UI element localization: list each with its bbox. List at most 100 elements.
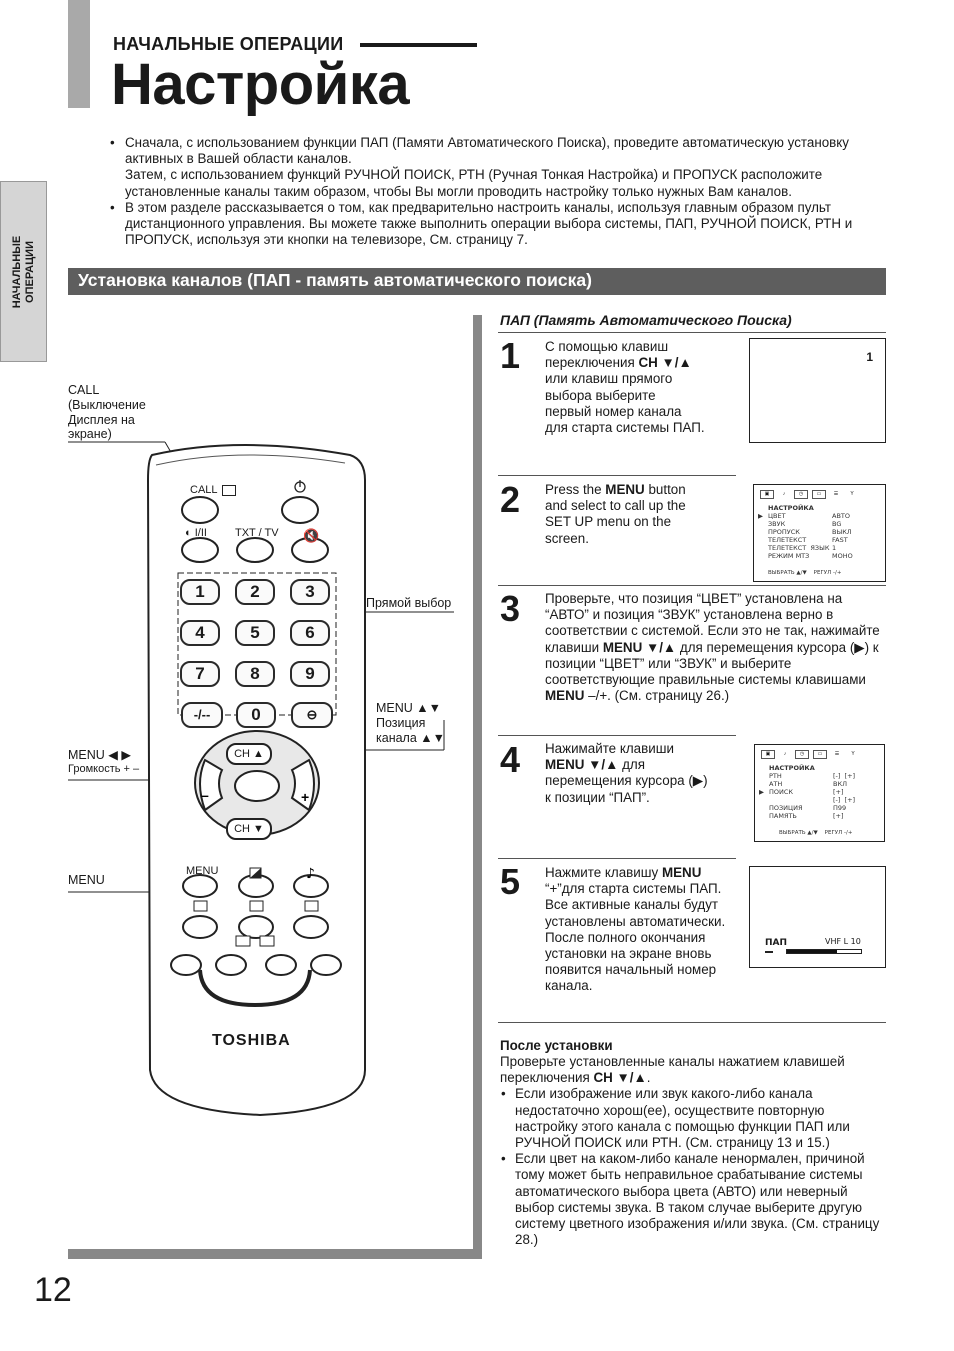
center-button[interactable]: [234, 770, 280, 802]
fastext-green-button[interactable]: [215, 954, 247, 976]
digit-0-button[interactable]: 0: [236, 702, 276, 728]
callout-direct-select: Прямой выбор: [366, 596, 452, 610]
osd-title: НАСТРОЙКА: [769, 764, 815, 772]
cancel-icon: [259, 935, 275, 947]
osd-icon-row: ▣ ♪ ◷ ▭ ☰ Y: [761, 749, 878, 759]
mute-button[interactable]: [291, 537, 329, 563]
setup-icon: ▭: [813, 749, 827, 759]
digit-6-button[interactable]: 6: [290, 620, 330, 646]
osd-row-value: МОНО: [832, 552, 853, 560]
fastext-red-button[interactable]: [170, 954, 202, 976]
teletext-button-3[interactable]: [293, 915, 329, 939]
after-text-part: Проверьте установленные каналы нажатием …: [500, 1054, 845, 1086]
osd-row-label: АТН: [769, 780, 783, 788]
digit-4-button[interactable]: 4: [180, 620, 220, 646]
section-label: НАЧАЛЬНЫЕ ОПЕРАЦИИ: [113, 34, 344, 54]
after-setup-title: После установки: [500, 1038, 613, 1053]
step-text-part: Нажимайте клавиши: [545, 741, 674, 756]
digit-5-button[interactable]: 5: [235, 620, 275, 646]
section-divider: [498, 1022, 886, 1023]
after-text-bold: CH ▼/▲: [593, 1070, 647, 1086]
plus-sign: +: [301, 789, 309, 805]
intro-text: Сначала, с использованием функции ПАП (П…: [108, 135, 878, 248]
step-text-part: Press the: [545, 482, 606, 497]
teletext-icon: ☰: [833, 490, 839, 497]
digit-1-button[interactable]: 1: [180, 579, 220, 605]
step-text-part: “+”для старта системы ПАП. Все активные …: [545, 881, 726, 994]
page-title: Настройка: [111, 52, 410, 117]
teletext-button-2[interactable]: [238, 915, 274, 939]
pap-rule: [498, 332, 886, 333]
osd-footer: ВЫБРАТЬ ▲/▼ РЕГУЛ -/+: [768, 570, 842, 576]
digit-3-button[interactable]: 3: [290, 579, 330, 605]
intro-bullet-1: Сначала, с использованием функции ПАП (П…: [108, 135, 878, 200]
osd-row-label: ЦВЕТ: [768, 512, 786, 520]
minus-sign: –: [201, 787, 209, 803]
digit-7-button[interactable]: 7: [180, 661, 220, 687]
step-text-bold: MENU: [605, 482, 645, 497]
osd-row: ПАМЯТЬ[+]: [769, 812, 879, 820]
sound-button[interactable]: [293, 874, 329, 898]
osd-row: ПРОПУСК ВЫКЛ: [768, 528, 878, 536]
osd-row: ПОИСК[+]: [769, 788, 879, 796]
osd-footer: ВЫБРАТЬ ▲/▼ РЕГУЛ -/+: [779, 830, 853, 836]
digit-9-button[interactable]: 9: [290, 661, 330, 687]
dash-button[interactable]: -/--: [181, 702, 223, 728]
setup-icon: ▭: [812, 489, 826, 499]
osd-row-value: ВКЛ: [833, 780, 847, 788]
music-note-icon: ♪: [783, 750, 787, 757]
pap-label: ПАП: [765, 938, 788, 948]
picture-icon: ▣: [761, 749, 775, 759]
volume-up-button[interactable]: [290, 758, 315, 812]
side-tab: НАЧАЛЬНЫЕ ОПЕРАЦИИ: [0, 181, 47, 362]
osd-cursor-arrow: ▶: [759, 788, 764, 796]
step-text-bold: CH ▼/▲: [638, 355, 692, 371]
power-button[interactable]: [281, 496, 319, 524]
after-paragraph: Проверьте установленные каналы нажатием …: [500, 1054, 886, 1086]
channel-up-button[interactable]: CH ▲: [226, 743, 272, 765]
section-rule: [360, 43, 477, 47]
teletext-icon: ☰: [834, 750, 840, 757]
intro-paragraph: В этом разделе рассказывается о том, как…: [125, 199, 853, 248]
menu-button[interactable]: [182, 874, 218, 898]
volume-down-button[interactable]: [199, 758, 224, 812]
fastext-blue-button[interactable]: [310, 954, 342, 976]
dual-sound-button[interactable]: [181, 537, 219, 563]
osd-row-label: ПАМЯТЬ: [769, 812, 797, 820]
page-number: 12: [34, 1271, 72, 1309]
osd-row-value: ВЫКЛ: [832, 528, 852, 536]
picture-icon: ▣: [760, 489, 774, 499]
display-icon: [222, 485, 236, 496]
call-button[interactable]: [181, 496, 219, 524]
step-text-part: или клавиш прямого выбора выберите первы…: [545, 371, 705, 436]
input-button[interactable]: ⊖: [291, 702, 333, 728]
teletext-icon: [193, 900, 208, 912]
call-label: CALL: [190, 484, 218, 496]
step-text-bold: MENU ▼/▲: [545, 757, 619, 773]
channel-down-button[interactable]: CH ▼: [226, 818, 272, 840]
dual-sound-label: ◐ I/II: [185, 527, 207, 539]
osd-row-label: ТЕЛЕТЕКСТ ЯЗЫК: [768, 544, 830, 552]
step-text: С помощью клавиш переключения CH ▼/▲ или…: [545, 339, 705, 436]
teletext-button-1[interactable]: [182, 915, 218, 939]
txt-tv-button[interactable]: [236, 537, 274, 563]
digit-2-button[interactable]: 2: [235, 579, 275, 605]
tv-screen-step5: ПАП VHF L 10: [749, 866, 886, 968]
osd-row-label: РТН: [769, 772, 782, 780]
channel-number: 1: [866, 350, 873, 364]
antenna-icon: Y: [850, 490, 854, 497]
osd-title: НАСТРОЙКА: [768, 504, 814, 512]
pap-heading: ПАП (Память Автоматического Поиска): [500, 312, 792, 328]
digit-8-button[interactable]: 8: [235, 661, 275, 687]
osd-row-label: ПРОПУСК: [768, 528, 800, 536]
osd-row-label: ТЕЛЕТЕКСТ: [768, 536, 807, 544]
fastext-yellow-button[interactable]: [265, 954, 297, 976]
step-number: 4: [500, 739, 521, 780]
step-number: 3: [500, 588, 521, 629]
step-text-bold: MENU ▼/▲: [602, 639, 677, 655]
